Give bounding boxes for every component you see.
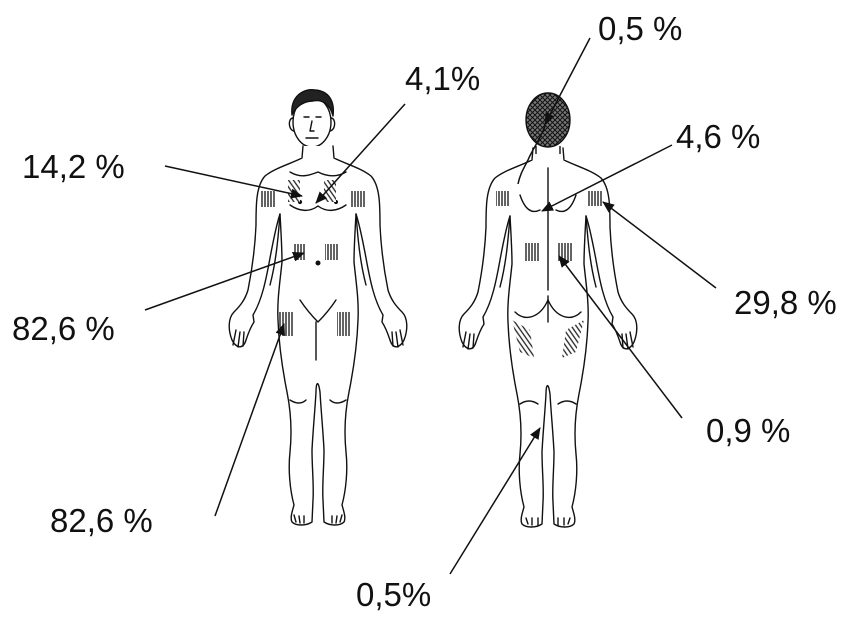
back-site-right-upper-arm [588,191,602,206]
label-back-calf: 0,5% [356,578,431,611]
label-front-chest-center: 4,1% [405,62,480,95]
front-site-abdomen-right [325,244,338,260]
back-site-left-upper-arm [496,191,510,206]
pointer-lines [145,38,716,574]
front-site-chest-left [288,180,300,202]
label-back-head: 0,5 % [598,12,682,45]
front-site-abdomen-left [293,244,305,260]
label-front-abdomen: 82,6 % [12,312,115,345]
front-site-right-upper-arm [350,191,365,207]
back-body-figure [459,148,637,527]
front-body-figure [229,90,407,525]
back-site-lower-back-left [525,243,539,261]
front-site-left-upper-arm [261,191,276,207]
label-front-thigh: 82,6 % [50,504,153,537]
pointer-front-thigh [215,324,284,516]
label-back-upper-back: 4,6 % [676,120,760,153]
back-head [526,93,570,154]
front-site-thigh-right [337,312,351,336]
pointer-back-upper-arm [603,202,716,288]
label-back-lower-back: 0,9 % [706,414,790,447]
label-back-upper-arm: 29,8 % [734,286,837,319]
label-front-upper-arm: 14,2 % [22,150,125,183]
